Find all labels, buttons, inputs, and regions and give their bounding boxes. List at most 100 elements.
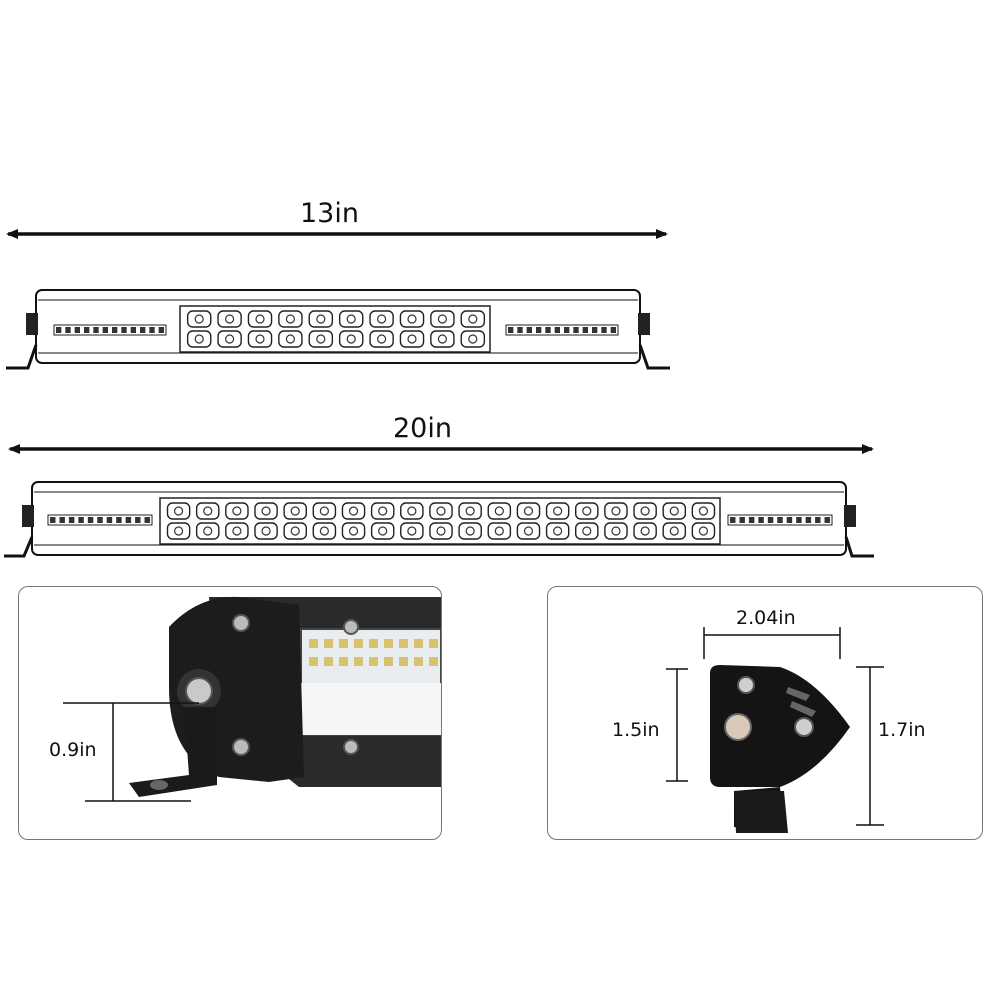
bar20-led-lens: [669, 526, 679, 536]
bar13-led: [217, 330, 242, 348]
bar20-led-lens: [640, 506, 650, 516]
bar20-led-lens: [553, 506, 563, 516]
bar13-led-lens: [346, 334, 356, 344]
side-mount-detail-panel: 0.9in: [18, 586, 442, 840]
bar20-led-lens: [319, 506, 329, 516]
bar20-led-lens: [582, 506, 592, 516]
bar13-led-lens: [255, 334, 265, 344]
bar13-led: [278, 310, 303, 328]
light-bar-13in: [6, 289, 670, 370]
closeup-led: [339, 657, 348, 666]
bar13-led-lens: [285, 314, 295, 324]
bar20-left-strip-segment: [78, 517, 84, 523]
bar20-right-strip-segment: [805, 517, 812, 523]
bar13-right-strip-segment: [592, 327, 598, 333]
bar20-right-strip-segment: [786, 517, 793, 523]
closeup-led: [354, 639, 363, 648]
label-20in: 20in: [393, 413, 452, 444]
bar13-left-strip-segment: [65, 327, 71, 333]
bar13-led-lens: [377, 334, 387, 344]
bar20-led-lens: [203, 506, 213, 516]
bar20-led: [662, 502, 687, 520]
bar20-led-lens: [465, 506, 475, 516]
closeup-led: [309, 639, 318, 648]
bar20-led: [400, 522, 424, 540]
bar13-led: [338, 330, 364, 348]
bar13-led: [308, 310, 334, 328]
bar13-right-strip-segment: [610, 327, 616, 333]
bar20-led: [575, 522, 599, 540]
bar20-led: [545, 502, 570, 520]
bar13-left-strip-segment: [56, 327, 62, 333]
bar20-led: [341, 502, 366, 520]
closeup-led: [429, 639, 438, 648]
label-0-9in: 0.9in: [49, 739, 97, 761]
bar13-led-lens: [316, 314, 326, 324]
bar20-right-strip-segment: [796, 517, 802, 523]
bar20-right-strip-segment: [748, 517, 755, 523]
bar13-left-strip-segment: [102, 327, 108, 333]
bar20-led: [429, 502, 453, 520]
bar13-led: [247, 330, 273, 348]
bar20-led: [691, 522, 716, 540]
label-1-5in: 1.5in: [612, 719, 660, 741]
bar13-led: [399, 310, 425, 328]
bar13-led: [430, 310, 455, 328]
bar20-led: [458, 522, 482, 540]
bar13-led: [217, 310, 242, 328]
bar13-left-strip-segment: [93, 327, 99, 333]
bar13-led: [460, 310, 486, 328]
bar13-right-strip-segment: [526, 327, 532, 333]
light-bar-20in: [4, 481, 874, 558]
bar20-led-lens: [173, 506, 184, 516]
bar20-led: [604, 522, 628, 540]
closeup-led: [369, 639, 378, 648]
bar13-led-lens: [346, 314, 356, 324]
bar13-led-lens: [437, 334, 447, 344]
bar20-led-lens: [232, 506, 242, 516]
bar20-right-strip-segment: [730, 517, 736, 523]
bar20-led-lens: [261, 526, 271, 536]
bar13-right-strip-segment: [517, 327, 523, 333]
bar13-led: [460, 330, 486, 348]
bar20-led: [341, 522, 366, 540]
closeup-led: [309, 657, 318, 666]
bar20-right-strip-segment: [777, 517, 783, 523]
bar20-led-lens: [436, 526, 446, 536]
closeup-led: [324, 657, 333, 666]
bar20-led-lens: [348, 506, 359, 516]
bar20-led: [283, 522, 307, 540]
bar20-led: [516, 502, 541, 520]
bar20-led-lens: [436, 506, 446, 516]
bar20-led: [662, 522, 687, 540]
bar20-led-lens: [611, 526, 621, 536]
closeup-led: [384, 639, 393, 648]
bar13-led-lens: [285, 334, 295, 344]
bar13-right-strip-segment: [554, 327, 560, 333]
bar20-led: [370, 522, 395, 540]
bar20-led-lens: [669, 506, 679, 516]
bar20-led-lens: [698, 526, 709, 536]
bar13-left-strip-segment: [121, 327, 127, 333]
bar13-right-strip-segment: [536, 327, 542, 333]
bar13-left-strip-segment: [149, 327, 155, 333]
bar20-led-lens: [407, 526, 417, 536]
bar20-led: [633, 522, 657, 540]
bar13-led-lens: [194, 314, 204, 324]
bar20-led: [254, 502, 278, 520]
bar20-led: [400, 502, 424, 520]
bar13-right-strip-segment: [564, 327, 570, 333]
bar20-led: [312, 502, 337, 520]
bar20-led-lens: [173, 526, 184, 536]
bar13-led-lens: [407, 314, 417, 324]
bar13-led: [369, 310, 394, 328]
bar20-left-strip-segment: [59, 517, 65, 523]
bar13-led: [399, 330, 425, 348]
bar20-led-lens: [465, 526, 475, 536]
bar13-led-lens: [225, 334, 235, 344]
bar20-led-lens: [494, 526, 504, 536]
bar13-right-strip-segment: [508, 327, 514, 333]
closeup-led: [399, 657, 408, 666]
bar20-led-lens: [582, 526, 592, 536]
bar20-left-strip-segment: [116, 517, 122, 523]
